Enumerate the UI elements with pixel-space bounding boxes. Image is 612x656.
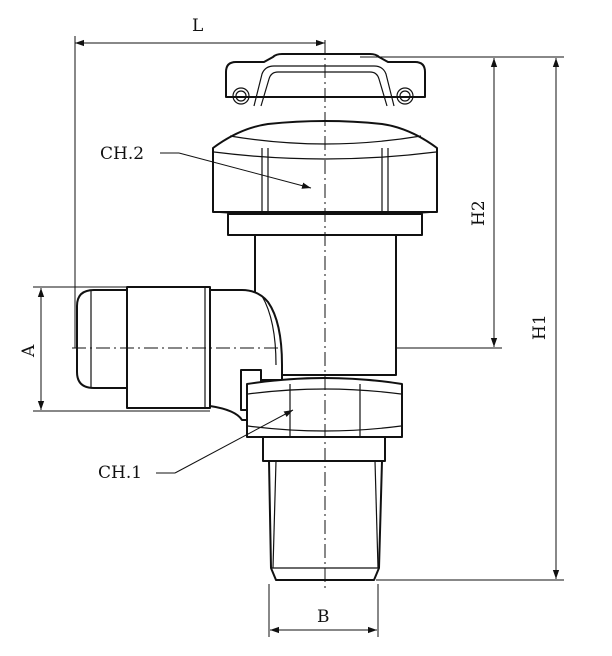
dimension-L: L bbox=[74, 16, 325, 348]
label-H1: H1 bbox=[530, 314, 550, 340]
label-A: A bbox=[19, 344, 39, 358]
dimension-H1: H1 bbox=[376, 56, 564, 581]
label-B: B bbox=[317, 607, 330, 627]
neck bbox=[262, 436, 386, 462]
label-ch1: CH.1 bbox=[98, 463, 142, 483]
dimension-H2: H2 bbox=[360, 56, 502, 349]
leader-ch2: CH.2 bbox=[100, 144, 312, 189]
label-H2: H2 bbox=[469, 200, 489, 226]
side-branch bbox=[76, 286, 283, 421]
cap-right-hole bbox=[396, 87, 414, 105]
dimension-B: B bbox=[268, 584, 379, 637]
dimension-A: A bbox=[19, 286, 210, 412]
label-L: L bbox=[192, 16, 203, 36]
label-ch2: CH.2 bbox=[100, 144, 144, 164]
leader-ch1: CH.1 bbox=[98, 409, 294, 483]
cap-left-hole bbox=[232, 87, 250, 105]
